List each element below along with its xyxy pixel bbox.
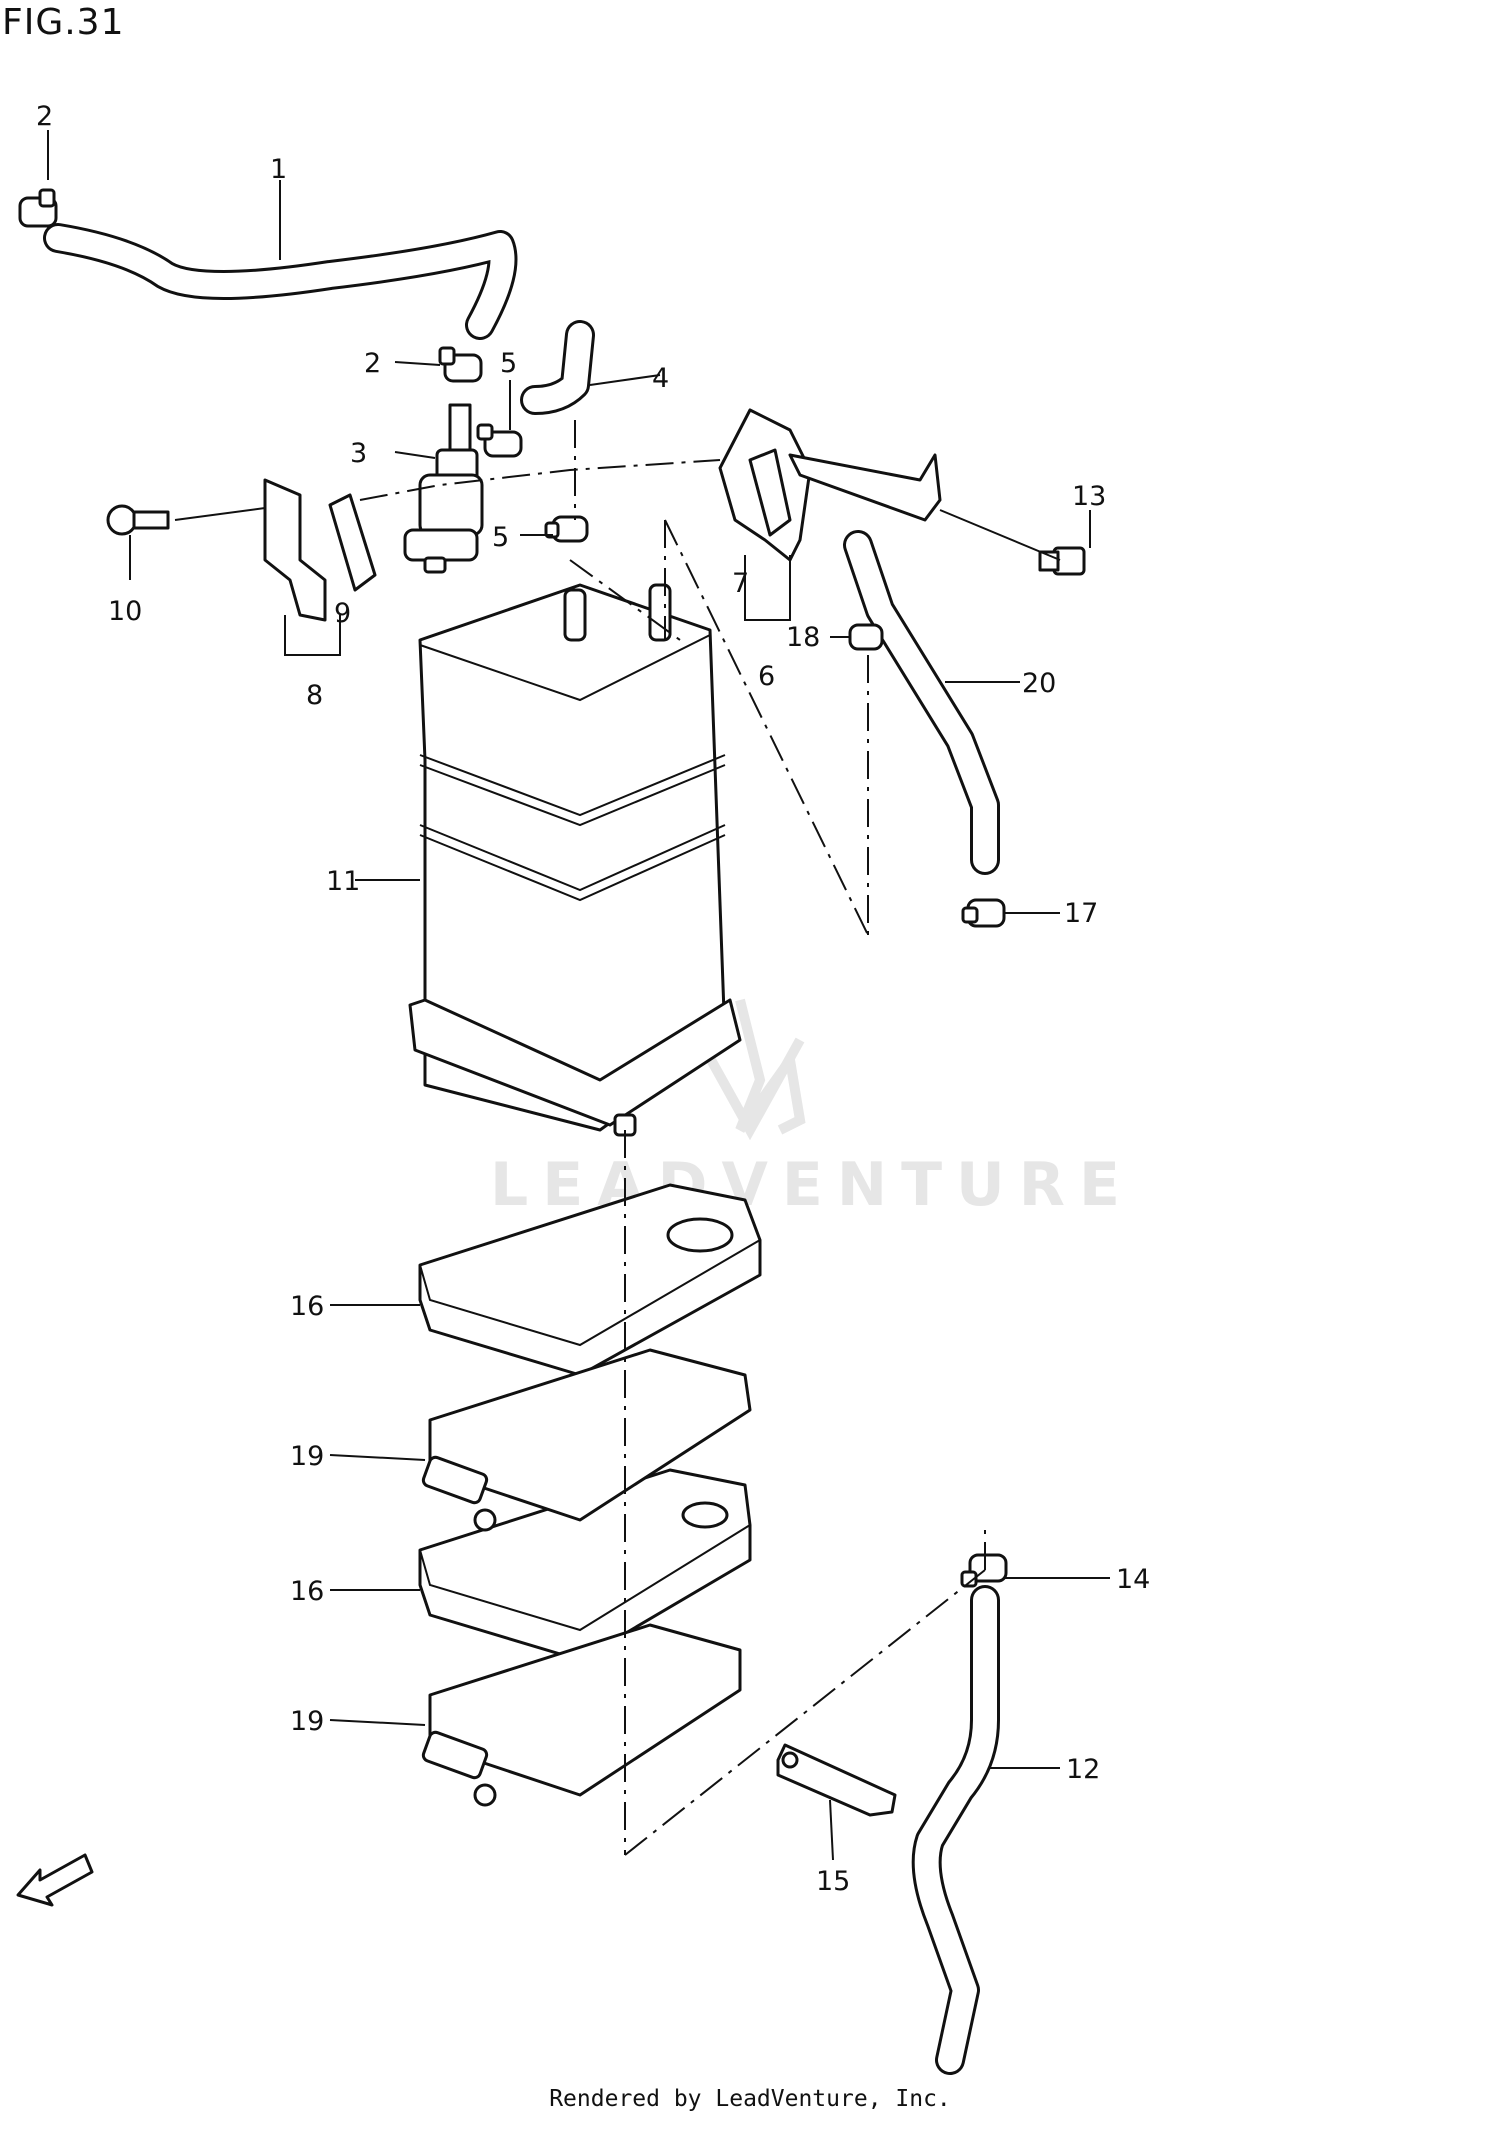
callout-18: 18 [786,622,820,653]
part-8-bracket[interactable] [263,478,327,622]
footer-credit: Rendered by LeadVenture, Inc. [549,2086,951,2112]
callout-6: 6 [758,661,775,692]
callout-3: 3 [350,438,367,469]
callout-4: 4 [652,363,669,394]
callout-5: 5 [492,522,509,553]
part-16-holder-lower[interactable] [418,1468,752,1662]
callout-11: 11 [326,866,360,897]
part-15-bolt[interactable] [1038,546,1086,576]
part-9-pad[interactable] [328,493,377,592]
part-17-clamp[interactable] [961,898,1006,928]
part-5-clamp-upper[interactable] [476,423,523,458]
callout-16: 16 [290,1576,324,1607]
part-3-valve[interactable] [403,403,484,574]
callout-14: 15 [816,1866,850,1897]
part-19-band-upper[interactable] [421,1348,752,1532]
callout-19: 19 [290,1706,324,1737]
callout-7: 7 [732,568,749,599]
part-19-band-lower[interactable] [421,1623,742,1807]
callout-1: 1 [270,154,287,185]
part-10-screw[interactable] [106,504,170,536]
part-2-clamp-middle[interactable] [438,346,483,383]
callout-15: 13 [1072,481,1106,512]
part-4-elbow-hose[interactable] [520,320,595,415]
callout-2: 2 [36,101,53,132]
callout-8: 8 [306,680,323,711]
part-7-pad[interactable] [748,448,792,537]
callout-20: 20 [1022,668,1056,699]
part-16-holder-upper[interactable] [418,1183,762,1377]
part-20-hose[interactable] [843,530,1000,875]
figure-title: FIG.31 [2,2,125,43]
callout-5: 5 [500,348,517,379]
callout-10: 10 [108,596,142,627]
part-12-hose[interactable] [911,1585,1000,2075]
callout-13: 14 [1116,1564,1150,1595]
callout-19: 19 [290,1441,324,1472]
part-1-hose[interactable] [43,223,518,340]
part-6-bracket[interactable] [718,408,942,562]
callout-9: 9 [334,598,351,629]
part-18-clamp[interactable] [848,623,884,651]
part-5-clamp-lower[interactable] [544,515,589,543]
watermark-logo-icon [695,998,806,1141]
part-14-strap[interactable] [776,1743,897,1817]
part-11-canister[interactable] [408,583,742,1137]
callout-12: 12 [1066,1754,1100,1785]
callout-16: 16 [290,1291,324,1322]
front-direction-arrow-icon [16,1853,94,1907]
callout-17: 17 [1064,898,1098,929]
callout-2: 2 [364,348,381,379]
part-2-clamp-top[interactable] [18,188,58,228]
